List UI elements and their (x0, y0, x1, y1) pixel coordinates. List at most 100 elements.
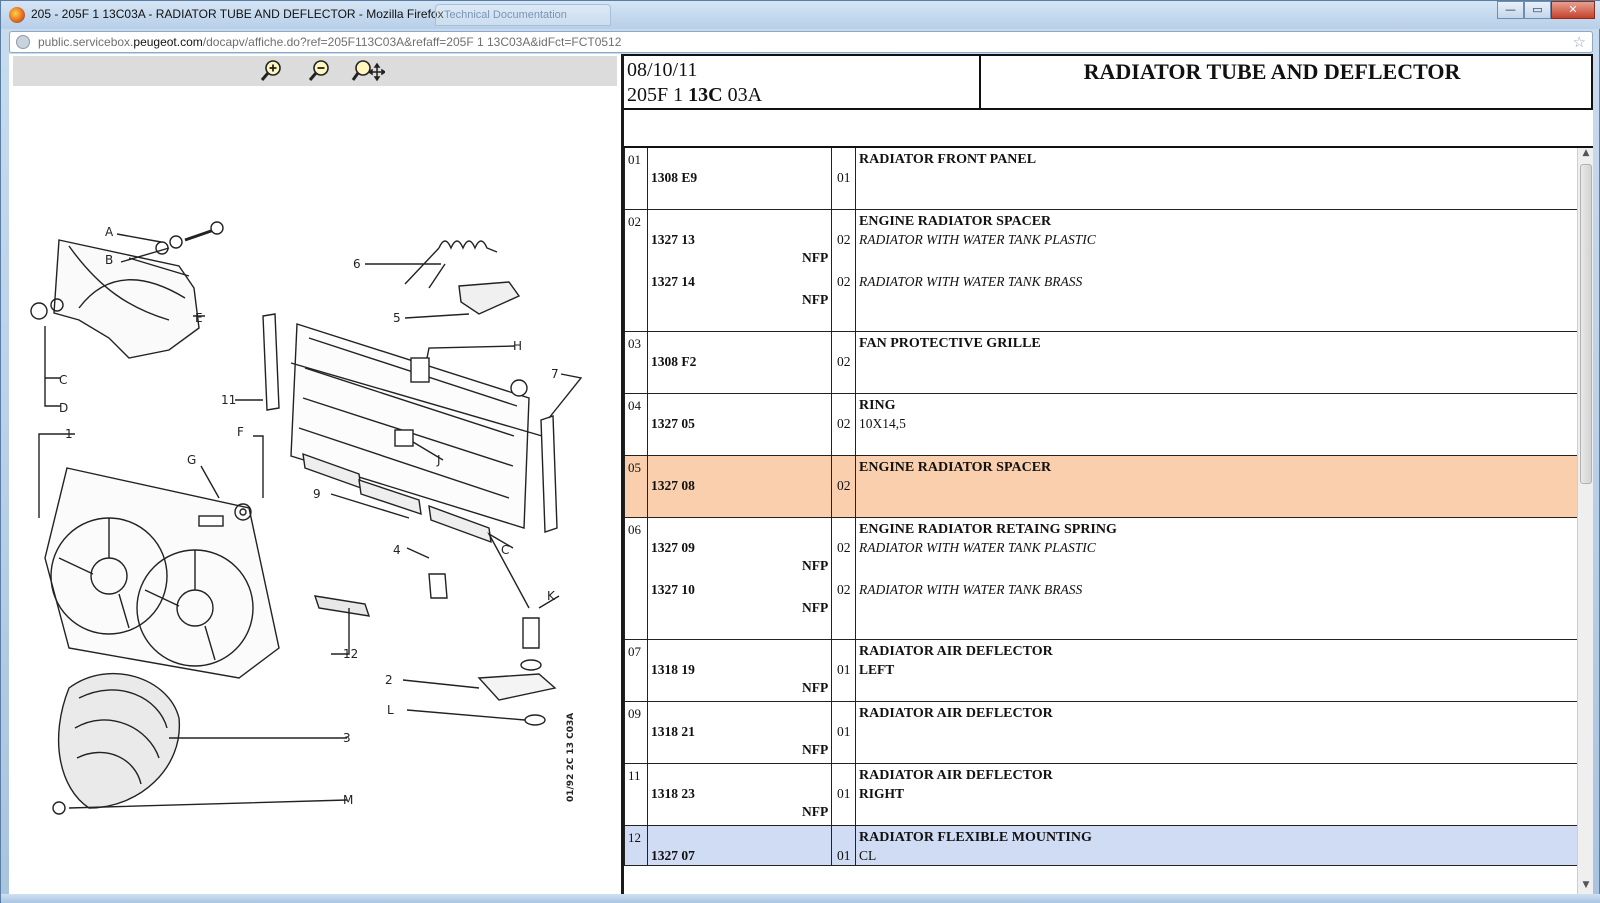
svg-text:9: 9 (313, 487, 321, 501)
part-quantity: 01 (837, 848, 851, 863)
page-title: RADIATOR TUBE AND DEFLECTOR (1083, 59, 1461, 84)
part-description: CL (859, 848, 877, 863)
background-tab[interactable]: Technical Documentation (435, 4, 611, 26)
part-quantity: 02 (837, 232, 851, 247)
index-cell (624, 332, 648, 393)
part-name: ENGINE RADIATOR SPACER (859, 214, 1052, 229)
minimize-button[interactable]: — (1497, 1, 1524, 19)
parts-scrollbar[interactable]: ▲ ▼ (1577, 148, 1593, 894)
part-reference[interactable]: 1327 05 (651, 416, 695, 431)
quantity-cell (832, 332, 856, 393)
part-reference[interactable]: 1327 09 (651, 540, 695, 555)
nfp-flag: NFP (802, 742, 829, 757)
part-index: 09 (628, 706, 641, 721)
window-title: 205 - 205F 1 13C03A - RADIATOR TUBE AND … (31, 7, 444, 21)
reference-cell (648, 702, 832, 763)
part-quantity: 01 (837, 662, 851, 677)
part-index: 02 (628, 214, 641, 229)
part-name: FAN PROTECTIVE GRILLE (859, 336, 1041, 351)
scroll-thumb[interactable] (1580, 164, 1592, 484)
part-reference[interactable]: 1318 23 (651, 786, 695, 801)
part-quantity: 01 (837, 786, 851, 801)
zoom-in-icon[interactable] (259, 59, 285, 83)
part-reference[interactable]: 1318 19 (651, 662, 695, 677)
title-bar: 205 - 205F 1 13C03A - RADIATOR TUBE AND … (1, 1, 1600, 29)
part-reference[interactable]: 1327 08 (651, 478, 695, 493)
zoom-toolbar (13, 56, 617, 86)
zoom-out-icon[interactable] (307, 59, 333, 83)
part-index: 07 (628, 644, 641, 659)
svg-text:7: 7 (551, 367, 559, 381)
part-reference[interactable]: 1327 10 (651, 582, 695, 597)
reference-cell (648, 826, 832, 865)
doc-reference: 205F 1 13C 03A (627, 84, 763, 106)
svg-text:D: D (59, 401, 68, 415)
svg-text:C: C (501, 543, 509, 557)
maximize-button[interactable]: ▭ (1524, 1, 1551, 19)
part-reference[interactable]: 1318 21 (651, 724, 695, 739)
svg-text:B: B (105, 253, 113, 267)
svg-text:3: 3 (343, 731, 351, 745)
part-quantity: 02 (837, 354, 851, 369)
part-row[interactable]: 01 RADIATOR FRONT PANEL 1308 E9 01 (624, 148, 1577, 210)
part-index: 04 (628, 398, 641, 413)
scroll-down-icon[interactable]: ▼ (1582, 880, 1590, 890)
part-name: RADIATOR AIR DEFLECTOR (859, 706, 1053, 721)
svg-text:C: C (59, 373, 67, 387)
doc-date: 08/10/11 (627, 59, 698, 81)
nfp-flag: NFP (802, 600, 829, 615)
close-button[interactable]: ✕ (1551, 1, 1595, 19)
nfp-flag: NFP (802, 804, 829, 819)
part-index: 03 (628, 336, 641, 351)
reference-cell (648, 640, 832, 701)
part-quantity: 02 (837, 274, 851, 289)
globe-icon (16, 35, 30, 49)
index-cell (624, 640, 648, 701)
svg-text:6: 6 (353, 257, 361, 271)
quantity-cell (832, 518, 856, 639)
zoom-pan-icon[interactable] (351, 59, 387, 83)
pane-divider[interactable] (621, 54, 624, 894)
part-reference[interactable]: 1327 14 (651, 274, 695, 289)
part-reference[interactable]: 1327 07 (651, 848, 695, 863)
nfp-flag: NFP (802, 558, 829, 573)
part-row[interactable]: 03 FAN PROTECTIVE GRILLE 1308 F2 02 (624, 332, 1577, 394)
part-index: 12 (628, 830, 641, 845)
reference-cell (648, 518, 832, 639)
svg-text:12: 12 (343, 647, 358, 661)
reference-cell (648, 332, 832, 393)
url-text[interactable]: public.servicebox.peugeot.com/docapv/aff… (38, 35, 622, 49)
nfp-flag: NFP (802, 680, 829, 695)
part-quantity: 01 (837, 170, 851, 185)
part-reference[interactable]: 1327 13 (651, 232, 695, 247)
part-quantity: 02 (837, 540, 851, 555)
svg-text:5: 5 (393, 311, 401, 325)
part-reference[interactable]: 1308 F2 (651, 354, 697, 369)
nfp-flag: NFP (802, 292, 829, 307)
part-description: RADIATOR WITH WATER TANK BRASS (859, 582, 1083, 597)
svg-text:F: F (237, 425, 244, 439)
reference-cell (648, 394, 832, 455)
svg-text:4: 4 (393, 543, 401, 557)
scroll-up-icon[interactable]: ▲ (1582, 148, 1590, 158)
part-description: 10X14,5 (859, 416, 906, 431)
part-index: 05 (628, 460, 641, 475)
quantity-cell (832, 148, 856, 209)
part-index: 01 (628, 152, 641, 167)
part-reference[interactable]: 1308 E9 (651, 170, 698, 185)
reference-cell (648, 764, 832, 825)
svg-text:A: A (105, 225, 114, 239)
address-bar[interactable]: public.servicebox.peugeot.com/docapv/aff… (9, 31, 1593, 53)
part-description: RADIATOR WITH WATER TANK PLASTIC (859, 232, 1096, 247)
bookmark-star-icon[interactable]: ☆ (1572, 33, 1586, 51)
part-name: RADIATOR FRONT PANEL (859, 152, 1037, 167)
svg-text:K: K (547, 589, 556, 603)
